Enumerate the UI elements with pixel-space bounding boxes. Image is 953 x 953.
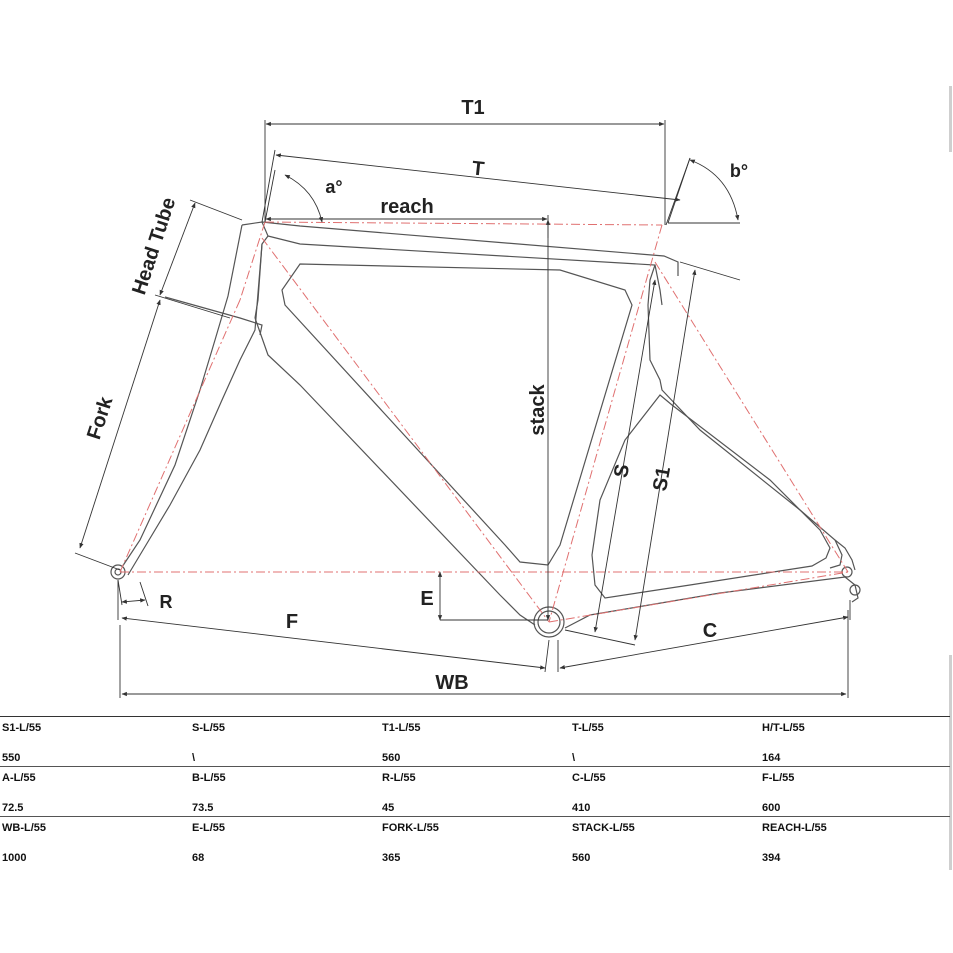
head-tube-outline: [241, 221, 269, 319]
center-lines: [119, 221, 849, 623]
spec-cell: H/T-L/55 164: [760, 716, 950, 767]
dimension-lines: [74, 120, 851, 698]
spec-value: \: [572, 752, 576, 764]
spec-label: S1-L/55: [2, 722, 42, 734]
rear-dropout-tab: [834, 539, 856, 571]
label-f: F: [286, 611, 298, 633]
label-wb: WB: [435, 672, 468, 694]
spec-cell: B-L/55 73.5: [190, 766, 380, 817]
spec-value: 600: [762, 802, 781, 814]
spec-value: 1000: [2, 852, 27, 864]
b-angle-arc: [689, 159, 740, 221]
spec-label: S-L/55: [192, 722, 226, 734]
label-fork: Fork: [83, 393, 118, 442]
frame-geometry-diagram: T1 T a° b° reach Head Tube Fork stack S …: [74, 97, 861, 698]
spec-label: FORK-L/55: [382, 822, 439, 834]
rear-triangle-opening: [591, 394, 831, 599]
spec-row: WB-L/55 1000 E-L/55 68 FORK-L/55 365 STACK-L/5…: [0, 816, 950, 867]
label-stack: stack: [527, 384, 549, 436]
bike-frame-outline: [241, 221, 861, 638]
spec-label: T1-L/55: [382, 722, 421, 734]
spec-cell: R-L/55 45: [380, 766, 570, 817]
spec-value: 410: [572, 802, 591, 814]
spec-value: 560: [572, 852, 591, 864]
spec-label: T-L/55: [572, 722, 604, 734]
spec-label: R-L/55: [382, 772, 416, 784]
spec-cell: A-L/55 72.5: [0, 766, 190, 817]
s1-dimension: [633, 269, 697, 641]
geometry-spec-table: S1-L/55 550 S-L/55 \ T1-L/55 560 T-L/55 \ H/T-L/…: [0, 716, 950, 867]
spec-cell: T-L/55 \: [570, 716, 760, 767]
spec-value: 68: [192, 852, 205, 864]
a-angle-arc: [284, 174, 324, 223]
t-dimension: [275, 153, 681, 202]
fork-dimension: [79, 299, 161, 549]
spec-cell: E-L/55 68: [190, 816, 380, 867]
spec-cell: S1-L/55 550: [0, 716, 190, 767]
spec-cell: T1-L/55 560: [380, 716, 570, 767]
spec-cell: REACH-L/55 394: [760, 816, 950, 867]
spec-value: 164: [762, 752, 781, 764]
spec-cell: S-L/55 \: [190, 716, 380, 767]
top-tube-upper-edge: [261, 221, 679, 276]
right-edge-mark-top: [949, 86, 952, 152]
seat-stay-centerline: [654, 261, 849, 573]
spec-value: 72.5: [2, 802, 24, 814]
spec-label: C-L/55: [572, 772, 606, 784]
label-r: R: [160, 592, 173, 612]
label-s1: S1: [649, 465, 675, 493]
label-b: b°: [730, 161, 748, 181]
spec-label: WB-L/55: [2, 822, 46, 834]
spec-value: 394: [762, 852, 781, 864]
r-dimension: [121, 598, 146, 604]
right-edge-mark-bottom: [949, 655, 952, 870]
spec-value: 45: [382, 802, 395, 814]
front-triangle-opening: [281, 263, 633, 566]
head-tube-dimension: [159, 202, 196, 296]
spec-cell: STACK-L/55 560: [570, 816, 760, 867]
spec-row: A-L/55 72.5 B-L/55 73.5 R-L/55 45 C-L/55 410 F-L…: [0, 766, 950, 817]
spec-label: F-L/55: [762, 772, 795, 784]
rear-dropout-hanger: [849, 584, 861, 596]
down-tube-lower-edge: [254, 317, 536, 626]
label-e: E: [420, 588, 433, 610]
spec-row: S1-L/55 550 S-L/55 \ T1-L/55 560 T-L/55 \ H/T-L/…: [0, 716, 950, 767]
fork-centerline: [119, 299, 241, 573]
spec-value: 73.5: [192, 802, 214, 814]
spec-label: E-L/55: [192, 822, 226, 834]
spec-cell: FORK-L/55 365: [380, 816, 570, 867]
head-tube-centerline: [239, 221, 266, 301]
spec-label: REACH-L/55: [762, 822, 827, 834]
dimension-labels: T1 T a° b° reach Head Tube Fork stack S …: [83, 97, 748, 694]
label-t: T: [471, 157, 485, 180]
seat-tube-rear-edge: [654, 264, 663, 306]
label-c: C: [703, 620, 717, 642]
spec-label: B-L/55: [192, 772, 226, 784]
spec-label: STACK-L/55: [572, 822, 635, 834]
f-dimension: [121, 616, 546, 670]
spec-cell: WB-L/55 1000: [0, 816, 190, 867]
label-head-tube: Head Tube: [128, 195, 180, 298]
c-dimension: [559, 615, 849, 670]
spec-label: A-L/55: [2, 772, 36, 784]
spec-value: \: [192, 752, 196, 764]
label-a: a°: [325, 177, 342, 197]
spec-value: 550: [2, 752, 21, 764]
spec-value: 365: [382, 852, 401, 864]
spec-cell: F-L/55 600: [760, 766, 950, 817]
spec-value: 560: [382, 752, 401, 764]
top-tube-lower-edge: [267, 235, 843, 569]
label-reach: reach: [380, 196, 433, 218]
down-tube-centerline: [261, 237, 550, 623]
top-tube-centerline: [264, 221, 663, 226]
s-dimension: [593, 279, 657, 633]
label-s: S: [610, 462, 634, 479]
spec-label: H/T-L/55: [762, 722, 805, 734]
label-t1: T1: [461, 97, 484, 119]
spec-cell: C-L/55 410: [570, 766, 760, 817]
